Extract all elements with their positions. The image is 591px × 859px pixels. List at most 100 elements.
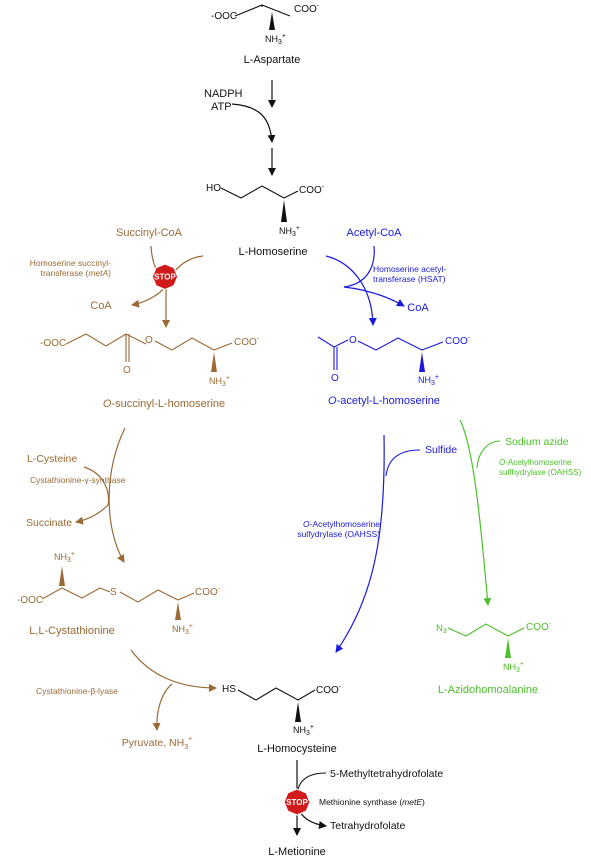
hsat-enzyme-line2: transferase (HSAT) xyxy=(373,274,446,284)
homocysteine-structure: HS COO- NH3+ L-Homocysteine xyxy=(222,684,342,755)
arrow-coa-right-out xyxy=(343,245,405,307)
succinyl-ester-o: O xyxy=(145,335,153,346)
svg-text:COO-: COO- xyxy=(294,3,320,15)
acetyl-coa-label: Acetyl-CoA xyxy=(346,227,402,239)
stop-sign-meta: STOP xyxy=(151,263,179,291)
cystathionine-s: S xyxy=(110,587,117,598)
succinyl-coa-label: Succinyl-CoA xyxy=(116,227,183,239)
svg-text:COO-: COO- xyxy=(299,184,325,196)
thf-label: Tetrahydrofolate xyxy=(330,820,405,832)
acetyl-homoserine-structure: O O COO- NH3+ O-acetyl-L-homoserine xyxy=(317,335,471,407)
svg-text:NH3+: NH3+ xyxy=(265,33,286,46)
svg-text:O-Acetylhomoserine: O-Acetylhomoserine xyxy=(303,519,380,529)
svg-text:N3: N3 xyxy=(436,623,447,635)
meta-enzyme-line2: transferase ( xyxy=(41,268,89,278)
homocysteine-amine: NH xyxy=(293,725,306,735)
arrow-cgs xyxy=(108,427,126,563)
acetyl-amine: NH xyxy=(418,375,431,385)
cgs-enzyme-label: Cystathionine-γ-synthase xyxy=(30,475,126,485)
svg-text:COO-: COO- xyxy=(526,621,552,633)
aspartate-left-group: -OOC xyxy=(211,11,237,22)
pyruvate-label: Pyruvate, NH xyxy=(122,737,184,749)
svg-text:COO-: COO- xyxy=(234,336,260,348)
nadph-label: NADPH xyxy=(204,88,243,100)
acetyl-carbonyl-o: O xyxy=(331,373,339,384)
svg-text:NH3+: NH3+ xyxy=(209,375,230,388)
l-cysteine-label: L-Cysteine xyxy=(27,453,77,465)
sulfide-join-line xyxy=(385,449,421,477)
mete-enzyme-label: Methionine synthase ( xyxy=(319,797,402,807)
svg-text:COO-: COO- xyxy=(445,335,471,347)
succinyl-right-group: COO xyxy=(234,337,257,348)
svg-text:Methionine synthase (metE): Methionine synthase (metE) xyxy=(319,797,425,807)
aspartate-charge: - xyxy=(317,3,320,10)
arrow-meta xyxy=(162,255,204,328)
svg-text:transferase (metA): transferase (metA) xyxy=(41,268,112,278)
homoserine-right-group: COO xyxy=(299,185,322,196)
aspartate-structure: -OOC COO- NH3+ L-Aspartate xyxy=(211,3,320,66)
aspartate-amine: NH xyxy=(265,34,278,44)
stop-sign-mete: STOP xyxy=(283,788,311,816)
svg-text:COO-: COO- xyxy=(316,684,342,696)
sodium-azide-label: Sodium azide xyxy=(505,436,569,448)
azide-join-line xyxy=(476,440,501,469)
aspartate-right-group: COO xyxy=(294,4,317,15)
arrow-asp-2 xyxy=(231,103,276,143)
succinyl-amine: NH xyxy=(209,376,222,386)
azidohomoalanine-name: L-Azidohomoalanine xyxy=(438,684,538,696)
succinyl-homoserine-name: O-succinyl-L-homoserine xyxy=(103,398,225,410)
azido-amine: NH xyxy=(503,662,516,672)
homocysteine-right-group: COO xyxy=(316,685,339,696)
homoserine-name: L-Homoserine xyxy=(238,246,307,258)
homocysteine-name: L-Homocysteine xyxy=(257,743,336,755)
arrow-cbl xyxy=(130,649,217,692)
oahss-green-line1: O xyxy=(499,458,505,467)
oahss-blue-line1: O xyxy=(303,519,310,529)
arrow-oahss-blue xyxy=(335,434,385,653)
svg-text:NH3+: NH3+ xyxy=(293,724,314,737)
stop-label-meta: STOP xyxy=(154,273,176,282)
svg-text:O-Acetylhomoserine: O-Acetylhomoserine xyxy=(499,458,572,467)
succinyl-left-group: -OOC xyxy=(40,338,66,349)
stop-label-mete: STOP xyxy=(286,798,308,807)
aspartate-name: L-Aspartate xyxy=(244,54,301,66)
oahss-green-line2: sulfhydrylase (OAHSS) xyxy=(499,468,582,477)
atp-label: ATP xyxy=(211,101,232,113)
cystathionine-left-group: -OOC xyxy=(17,595,43,606)
svg-text:NH3+: NH3+ xyxy=(503,661,524,674)
coa-left-label: CoA xyxy=(90,300,112,312)
hsat-enzyme-line1: Homoserine acetyl- xyxy=(373,264,446,274)
acetyl-right-group: COO xyxy=(445,336,468,347)
homoserine-structure: HO COO- NH3+ L-Homoserine xyxy=(206,183,325,258)
cystathionine-structure: NH3+ -OOC S COO- NH3+ L,L-Cystathionine xyxy=(17,551,221,637)
succinate-label: Succinate xyxy=(26,517,72,529)
svg-text:COO-: COO- xyxy=(195,586,221,598)
svg-text:NH3+: NH3+ xyxy=(54,551,75,564)
svg-text:Pyruvate, NH3+: Pyruvate, NH3+ xyxy=(122,736,192,751)
cystathionine-right-group: COO xyxy=(195,587,218,598)
methyl-thf-label: 5-Methyltetrahydrofolate xyxy=(330,768,443,780)
acetyl-homoserine-name: O-acetyl-L-homoserine xyxy=(328,395,440,407)
azidohomoalanine-structure: N3 COO- NH3+ L-Azidohomoalanine xyxy=(436,621,552,696)
arrow-hsat xyxy=(325,255,377,326)
svg-text:NH3+: NH3+ xyxy=(418,374,439,387)
homoserine-left-group: HO xyxy=(206,183,221,194)
meta-enzyme-line1: Homoserine succinyl- xyxy=(30,258,111,268)
methionine-name: L-Metionine xyxy=(268,846,325,858)
arrow-oahss-green xyxy=(459,419,492,606)
cbl-enzyme-label: Cystathionine-β-lyase xyxy=(36,686,118,696)
acetyl-ester-o: O xyxy=(349,335,357,346)
succinyl-homoserine-structure: -OOC O O COO- NH3+ O-succinyl-L-homoseri… xyxy=(40,333,260,410)
coa-right-label: CoA xyxy=(407,302,429,314)
homocysteine-left-group: HS xyxy=(222,684,236,695)
sulfide-label: Sulfide xyxy=(425,444,457,456)
arrow-cysteine-succinate xyxy=(75,466,110,525)
svg-text:NH3+: NH3+ xyxy=(172,623,193,636)
arrow-pyruvate xyxy=(152,683,173,731)
oahss-blue-line2: sulfydrylase (OAHSS) xyxy=(297,529,380,539)
succinyl-carbonyl-o: O xyxy=(123,365,131,376)
homoserine-amine: NH xyxy=(279,226,292,236)
svg-text:NH3+: NH3+ xyxy=(279,225,300,238)
cystathionine-amine-left: NH xyxy=(54,552,67,562)
